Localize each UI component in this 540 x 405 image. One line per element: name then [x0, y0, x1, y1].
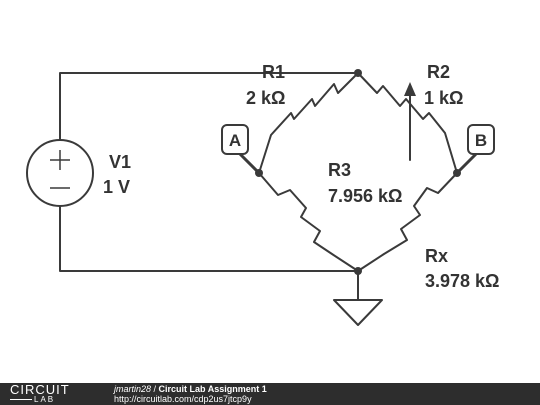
- ground-triangle: [333, 299, 383, 326]
- v1-value: 1 V: [103, 177, 130, 197]
- wire-top: [59, 72, 359, 141]
- footer-meta: jmartin28 / Circuit Lab Assignment 1: [114, 384, 267, 394]
- rx-lead-and-zigzag: [357, 172, 458, 272]
- resistor-rx[interactable]: [357, 172, 458, 272]
- rx-value: 3.978 kΩ: [425, 271, 500, 291]
- r2-wiper-arrow-icon: [404, 82, 416, 96]
- probe-a-label: A: [229, 131, 241, 150]
- r3-lead-and-zigzag: [258, 172, 359, 272]
- resistor-r1[interactable]: [258, 72, 359, 174]
- r1-lead-and-zigzag: [258, 72, 359, 174]
- footer-separator: /: [151, 384, 159, 394]
- r2-name: R2: [427, 62, 450, 82]
- r3-name: R3: [328, 160, 351, 180]
- r1-value: 2 kΩ: [246, 88, 285, 108]
- circuit-url[interactable]: http://circuitlab.com/cdp2us7jtcp9y: [114, 394, 252, 404]
- r2-value: 1 kΩ: [424, 88, 463, 108]
- r3-value: 7.956 kΩ: [328, 186, 403, 206]
- probe-a-box: [221, 124, 249, 155]
- circuitlab-logo[interactable]: CIRCUIT: [10, 382, 70, 397]
- probe-b-box: [467, 124, 495, 155]
- circuit-schematic: A B V1 1 V R1 2 kΩ R2 1 kΩ R3 7.956 kΩ R…: [26, 62, 500, 326]
- resistor-r2[interactable]: [357, 72, 458, 174]
- resistor-r3[interactable]: [258, 172, 359, 272]
- voltage-source-v1[interactable]: [26, 139, 94, 207]
- node-top: [354, 69, 362, 77]
- footer-bar: CIRCUIT LAB jmartin28 / Circuit Lab Assi…: [0, 383, 540, 405]
- v1-name: V1: [109, 152, 131, 172]
- circuit-title: Circuit Lab Assignment 1: [158, 384, 267, 394]
- wires: [59, 72, 359, 301]
- probe-b-lead: [455, 152, 478, 175]
- circuitlab-logo-sub: LAB: [34, 395, 56, 404]
- wire-bottom: [59, 205, 359, 272]
- probe-a[interactable]: A: [221, 124, 261, 175]
- author-link[interactable]: jmartin28: [114, 384, 152, 394]
- probe-a-lead: [238, 152, 261, 175]
- probe-b-label: B: [475, 131, 487, 150]
- probe-b[interactable]: B: [455, 124, 495, 175]
- rx-name: Rx: [425, 246, 448, 266]
- component-labels: V1 1 V R1 2 kΩ R2 1 kΩ R3 7.956 kΩ Rx 3.…: [103, 62, 500, 291]
- ground-symbol-icon[interactable]: [333, 299, 383, 326]
- logo-underline: [10, 399, 32, 400]
- r1-name: R1: [262, 62, 285, 82]
- node-bottom: [354, 267, 362, 275]
- r2-lead-and-zigzag: [357, 72, 458, 174]
- source-circle: [26, 139, 94, 207]
